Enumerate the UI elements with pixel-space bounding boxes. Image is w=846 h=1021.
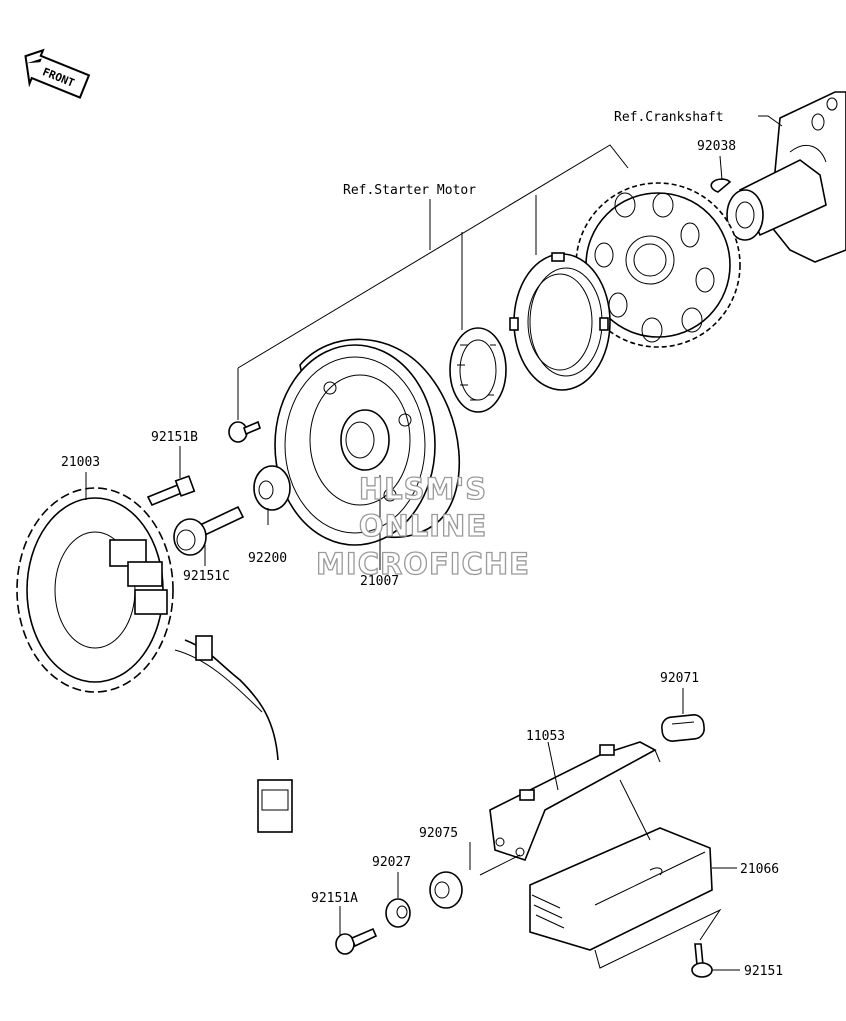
part-label-92075: 92075 [419, 826, 458, 841]
watermark-line-2: ONLINE [359, 509, 487, 543]
starter-clutch-housing [509, 252, 611, 391]
cap-92071 [661, 714, 705, 742]
crankshaft-illustration [726, 91, 846, 263]
watermark: HLSM'S ONLINE MICROFICHE [315, 471, 530, 581]
part-label-21003: 21003 [61, 455, 100, 470]
stator-21003 [16, 487, 293, 833]
regulator-21066 [529, 827, 713, 951]
flywheel-rotor-21007 [274, 338, 461, 546]
bolt-92151B [146, 475, 196, 507]
part-label-21066: 21066 [740, 862, 779, 877]
watermark-line-1: HLSM'S [359, 472, 487, 506]
part-label-92151B: 92151B [151, 430, 198, 445]
part-label-92200: 92200 [248, 551, 287, 566]
collar-92027 [385, 898, 411, 928]
part-label-92038: 92038 [697, 139, 736, 154]
ref-starter-motor-label: Ref.Starter Motor [343, 183, 476, 198]
washer-92200 [253, 465, 291, 511]
bolt-flywheel-small [228, 420, 261, 443]
part-label-11053: 11053 [526, 729, 565, 744]
part-label-92151A: 92151A [311, 891, 358, 906]
bracket-11053 [489, 741, 657, 861]
part-label-21007: 21007 [360, 574, 399, 589]
part-label-92151C: 92151C [183, 569, 230, 584]
bolt-92151 [691, 943, 713, 978]
front-arrow-badge: FRONT [24, 48, 91, 99]
part-label-92071: 92071 [660, 671, 699, 686]
bolt-92151C [173, 505, 245, 556]
starter-clutch-gear [575, 182, 741, 348]
part-label-92027: 92027 [372, 855, 411, 870]
key-92038 [710, 178, 732, 193]
leader-lines [85, 115, 783, 971]
one-way-clutch [449, 327, 507, 413]
bolt-92151A [335, 927, 378, 955]
watermark-line-3: MICROFICHE [316, 547, 530, 581]
ref-crankshaft-label: Ref.Crankshaft [614, 110, 724, 125]
part-label-92151: 92151 [744, 964, 783, 979]
grommet-92075 [429, 871, 463, 909]
